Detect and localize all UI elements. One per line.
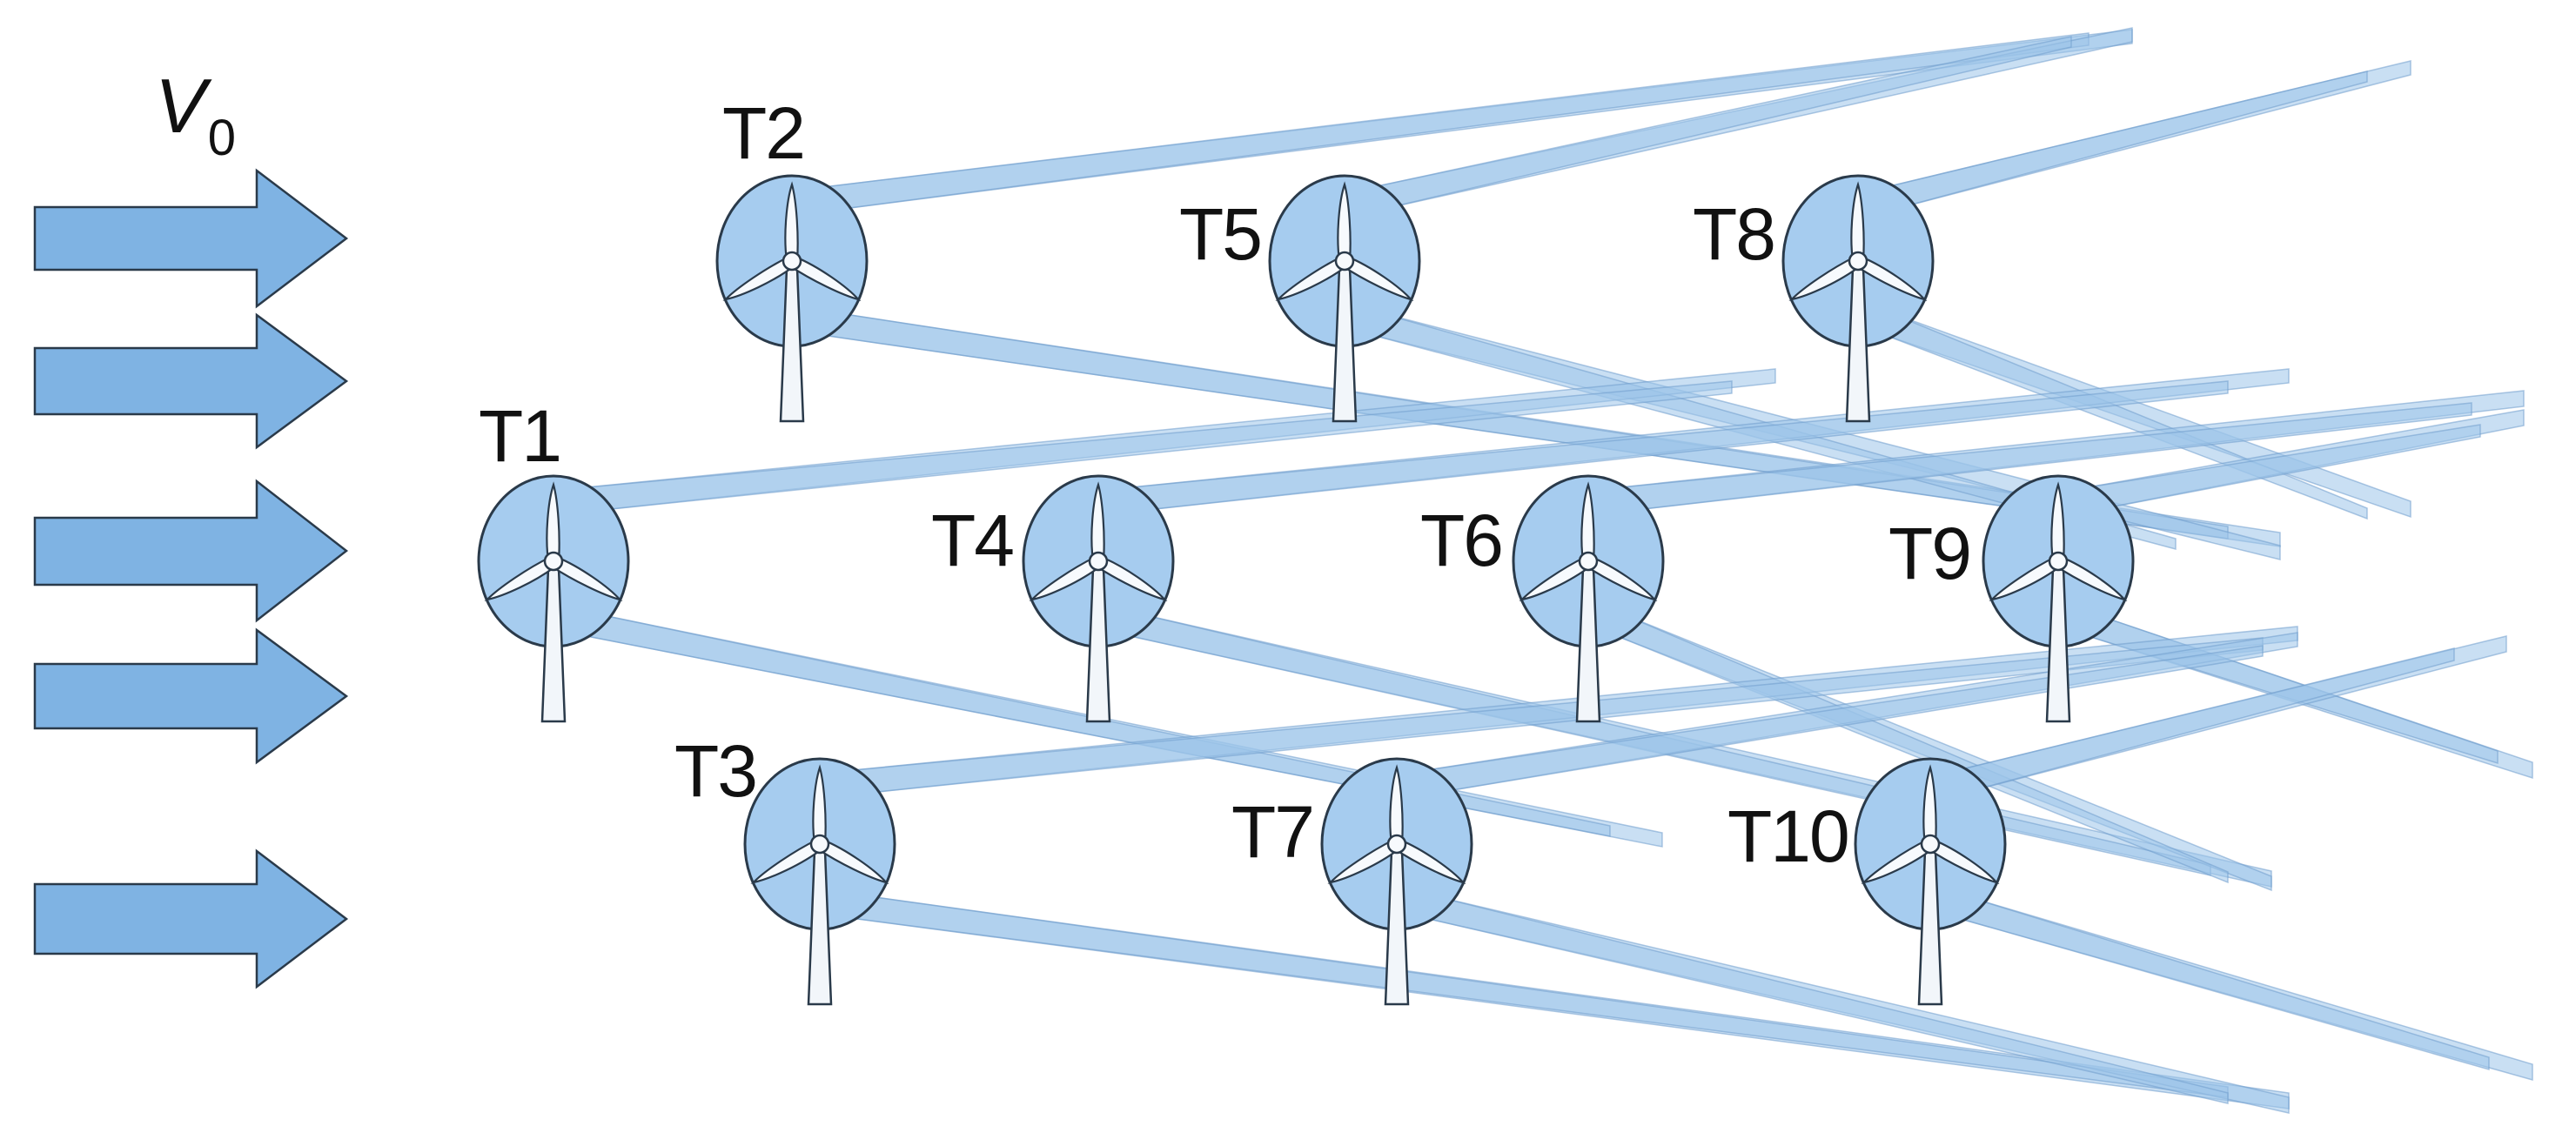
blade <box>1519 555 1593 601</box>
blade <box>549 555 623 601</box>
blade <box>1029 555 1103 601</box>
hub <box>1920 834 1941 855</box>
turbine-label-t4: T4 <box>931 499 1013 581</box>
hub <box>1088 551 1109 572</box>
hub <box>543 551 564 572</box>
hub <box>1386 834 1407 855</box>
blade <box>788 255 862 301</box>
blade <box>1389 764 1404 846</box>
blade <box>815 838 889 884</box>
blade <box>1788 255 1862 301</box>
turbine-t4: T4 <box>931 474 1175 723</box>
turbine-label-t10: T10 <box>1727 795 1848 877</box>
turbine-t9: T9 <box>1888 474 2135 723</box>
blade <box>1392 838 1466 884</box>
turbine-label-t9: T9 <box>1888 513 1970 594</box>
blade <box>1340 255 1414 301</box>
turbine-t3: T3 <box>674 730 896 1006</box>
blade <box>812 764 827 846</box>
wake-t8 <box>1882 70 2368 213</box>
turbine-t5: T5 <box>1179 174 1421 423</box>
inflow-velocity-symbol: V <box>155 63 212 149</box>
blade <box>1275 255 1349 301</box>
inflow-velocity-subscript: 0 <box>208 110 236 166</box>
inflow-arrows <box>33 168 349 989</box>
blade <box>1861 838 1935 884</box>
turbine-t2: T2 <box>715 92 869 423</box>
hub <box>809 834 830 855</box>
hub <box>2048 551 2069 572</box>
turbine-label-t8: T8 <box>1693 193 1774 275</box>
inflow-arrow <box>33 627 349 765</box>
blade <box>1337 181 1352 263</box>
blade <box>784 181 799 263</box>
turbine-t8: T8 <box>1693 174 1935 423</box>
blade <box>1327 838 1401 884</box>
blade <box>1989 555 2063 601</box>
turbine-t10: T10 <box>1727 757 2007 1006</box>
blade <box>1854 255 1928 301</box>
inflow-arrow <box>33 312 349 450</box>
turbine-label-t6: T6 <box>1420 499 1502 581</box>
hub <box>782 251 802 272</box>
blade <box>2054 555 2128 601</box>
turbine-label-t7: T7 <box>1231 791 1313 873</box>
blade <box>484 555 558 601</box>
blade <box>1926 838 2000 884</box>
turbine-label-t1: T1 <box>479 395 560 477</box>
blade <box>1922 764 1937 846</box>
blade <box>1094 555 1168 601</box>
hub <box>1334 251 1355 272</box>
turbine-label-t3: T3 <box>674 730 756 812</box>
blade <box>750 838 824 884</box>
blade <box>1580 481 1595 563</box>
turbine-t7: T7 <box>1231 757 1473 1006</box>
blade <box>1090 481 1105 563</box>
hub <box>1848 251 1868 272</box>
blade <box>1584 555 1658 601</box>
inflow-arrow <box>33 848 349 989</box>
inflow-velocity-label: V0 <box>155 63 236 166</box>
blade <box>546 481 560 563</box>
inflow-arrow <box>33 168 349 309</box>
turbine-t1: T1 <box>477 395 630 723</box>
blade <box>722 255 796 301</box>
blade <box>1850 181 1865 263</box>
turbine-label-t5: T5 <box>1179 193 1261 275</box>
inflow-arrow <box>33 479 349 623</box>
blade <box>2050 481 2065 563</box>
turbine-t6: T6 <box>1420 474 1665 723</box>
turbine-label-t2: T2 <box>722 92 804 174</box>
hub <box>1578 551 1599 572</box>
